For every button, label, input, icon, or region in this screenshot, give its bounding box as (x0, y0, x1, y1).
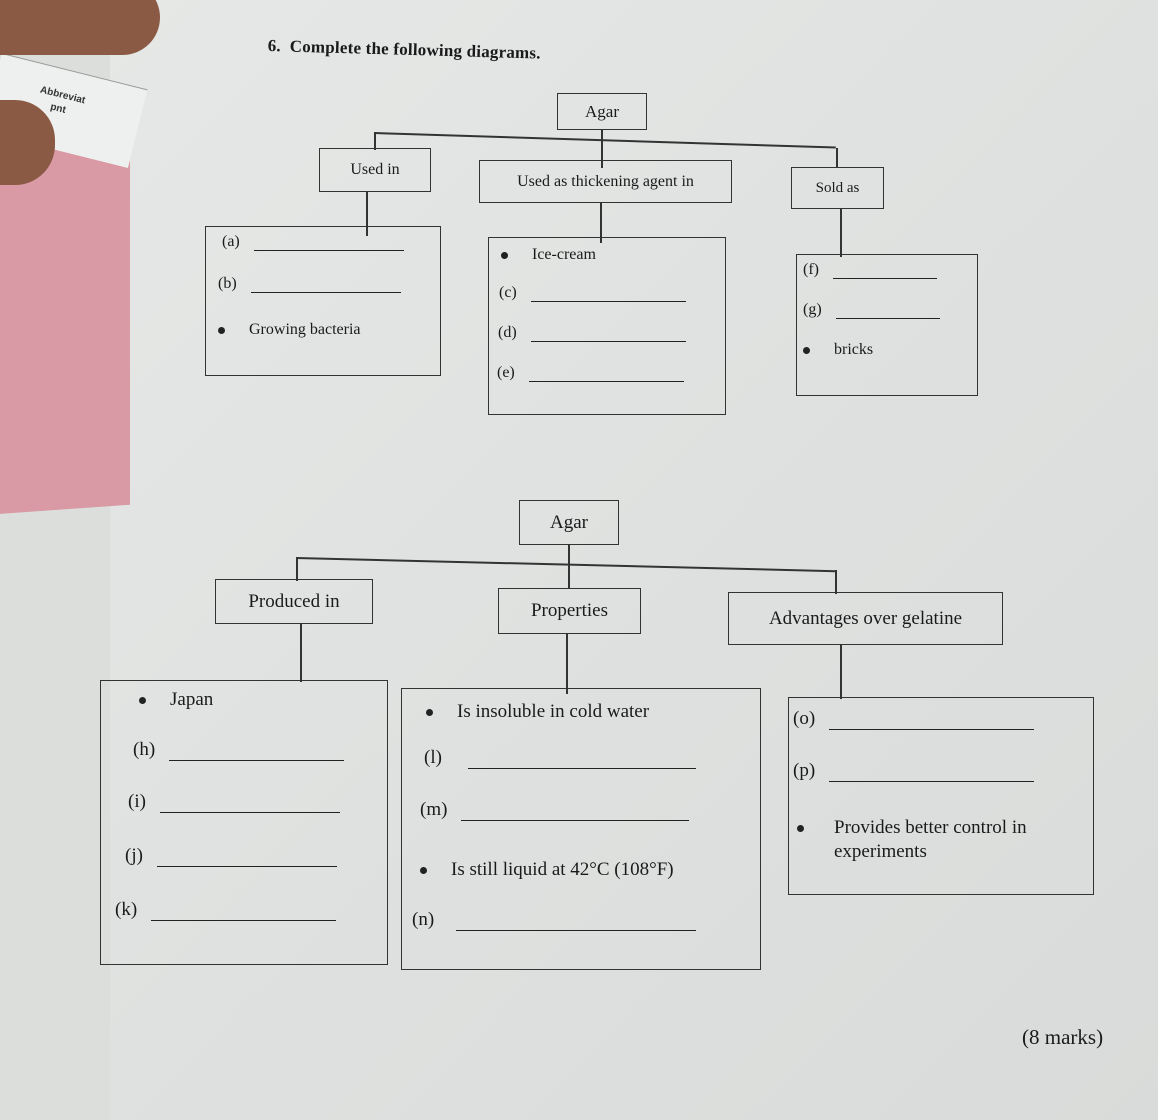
answer-f[interactable]: (f) (803, 261, 937, 279)
background-label: Abbreviat (38, 84, 87, 107)
answer-g[interactable]: (g) (803, 301, 940, 319)
bullet-icon (797, 825, 804, 833)
list-item: Is insoluble in cold water (426, 701, 649, 723)
node-produced-in: Produced in (215, 579, 373, 624)
answer-j[interactable]: (j) (125, 845, 337, 867)
box-sold-as: (f) (g) bricks (796, 254, 978, 396)
connector (374, 132, 376, 150)
root-node: Agar (519, 500, 619, 545)
worksheet-page (110, 0, 1158, 1120)
finger (0, 0, 160, 55)
connector (840, 209, 842, 257)
marks-label: (8 marks) (1022, 1025, 1104, 1049)
box-thickening-agent: Ice-cream (c) (d) (e) (488, 237, 726, 415)
answer-h[interactable]: (h) (133, 739, 345, 761)
connector (566, 634, 568, 694)
connector (840, 645, 842, 699)
connector (835, 570, 837, 594)
box-produced-in: Japan (h) (i) (j) (k) (100, 680, 388, 965)
answer-l[interactable]: (l) (424, 747, 696, 769)
connector (296, 557, 298, 581)
node-properties: Properties (498, 588, 641, 634)
answer-a[interactable]: (a) (222, 233, 404, 251)
answer-i[interactable]: (i) (128, 791, 340, 813)
box-used-in: (a) (b) Growing bacteria (205, 226, 441, 376)
answer-c[interactable]: (c) (499, 284, 686, 302)
answer-e[interactable]: (e) (497, 364, 684, 382)
connector (568, 545, 570, 589)
list-item: Is still liquid at 42°C (108°F) (420, 859, 674, 881)
answer-o[interactable]: (o) (793, 708, 1035, 730)
answer-n[interactable]: (n) (412, 909, 697, 931)
connector (300, 624, 302, 682)
connector (366, 192, 368, 236)
answer-k[interactable]: (k) (115, 899, 337, 921)
answer-b[interactable]: (b) (218, 275, 401, 293)
bullet-icon (420, 867, 427, 875)
bullet-icon (426, 709, 433, 717)
list-item: Growing bacteria (218, 321, 361, 339)
node-sold-as: Sold as (791, 167, 884, 209)
box-properties: Is insoluble in cold water (l) (m) Is st… (401, 688, 761, 970)
answer-d[interactable]: (d) (498, 324, 686, 342)
background-label: pnt (49, 101, 67, 116)
box-advantages: (o) (p) Provides better control in exper… (788, 697, 1094, 895)
connector (836, 148, 838, 168)
bullet-icon (139, 697, 146, 705)
list-item: bricks (803, 341, 873, 359)
answer-m[interactable]: (m) (420, 799, 690, 821)
node-used-in: Used in (319, 148, 431, 192)
root-node: Agar (557, 93, 647, 130)
list-item: Provides better control in experiments (797, 816, 1027, 864)
list-item: Japan (139, 689, 213, 711)
connector (601, 130, 603, 168)
node-thickening-agent: Used as thickening agent in (479, 160, 732, 203)
bullet-icon (803, 346, 810, 354)
bullet-icon (501, 251, 508, 259)
node-advantages: Advantages over gelatine (728, 592, 1003, 645)
bullet-icon (218, 326, 225, 334)
list-item: Ice-cream (501, 246, 596, 264)
connector (600, 203, 602, 243)
answer-p[interactable]: (p) (793, 760, 1035, 782)
